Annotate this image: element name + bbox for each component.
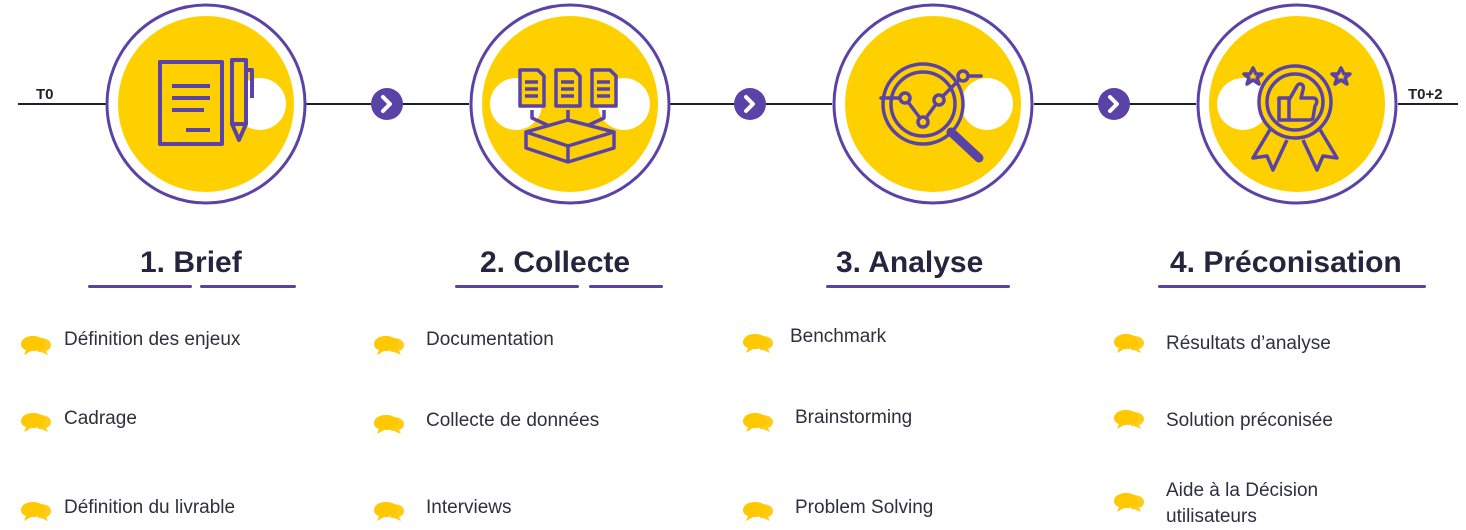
document-pen-icon bbox=[158, 58, 254, 146]
chat-bubble-icon bbox=[743, 502, 773, 521]
documents-collect-box-icon bbox=[518, 68, 618, 164]
list-item: Documentation bbox=[426, 329, 554, 350]
list-item: Aide à la Décision utilisateurs bbox=[1166, 480, 1319, 527]
step-2-circle bbox=[469, 3, 671, 205]
list-item: Cadrage bbox=[64, 408, 137, 429]
chat-bubble-icon bbox=[743, 413, 773, 432]
step-4-circle bbox=[1196, 3, 1398, 205]
list-item: Résultats d’analyse bbox=[1166, 333, 1331, 354]
chat-bubble-icon bbox=[1114, 410, 1144, 429]
title-underline bbox=[826, 285, 1010, 288]
chat-bubble-icon bbox=[374, 415, 404, 434]
list-item: Collecte de données bbox=[426, 410, 600, 431]
list-item: Benchmark bbox=[790, 326, 887, 347]
timeline-line bbox=[18, 103, 106, 105]
list-item: Problem Solving bbox=[795, 497, 934, 518]
title-underline bbox=[589, 285, 663, 288]
title-underline bbox=[1158, 285, 1426, 288]
title-underline bbox=[88, 285, 192, 288]
timeline-end-label: T0+2 bbox=[1408, 86, 1443, 103]
chat-bubble-icon bbox=[374, 336, 404, 355]
list-item: Interviews bbox=[426, 497, 512, 518]
list-item: Définition du livrable bbox=[64, 497, 236, 518]
step-1-title: 1. Brief bbox=[140, 246, 242, 279]
list-item: Brainstorming bbox=[795, 407, 913, 428]
chevron-right-icon bbox=[370, 87, 404, 121]
step-3-title: 3. Analyse bbox=[836, 246, 984, 279]
step-4-title: 4. Préconisation bbox=[1170, 246, 1402, 279]
list-item: Définition des enjeux bbox=[64, 329, 241, 350]
list-item: Solution préconisée bbox=[1166, 410, 1333, 431]
magnifier-chart-icon bbox=[879, 62, 984, 163]
chat-bubble-icon bbox=[21, 502, 51, 521]
timeline-start-label: T0 bbox=[36, 86, 54, 103]
award-thumbs-up-icon bbox=[1242, 64, 1352, 172]
title-underline bbox=[455, 285, 579, 288]
step-2-title: 2. Collecte bbox=[480, 246, 631, 279]
title-underline bbox=[200, 285, 296, 288]
chat-bubble-icon bbox=[21, 413, 51, 432]
timeline-line bbox=[1398, 103, 1458, 105]
chat-bubble-icon bbox=[743, 334, 773, 353]
chat-bubble-icon bbox=[1114, 334, 1144, 353]
step-1-circle bbox=[105, 3, 307, 205]
chat-bubble-icon bbox=[21, 336, 51, 355]
chat-bubble-icon bbox=[1114, 493, 1144, 512]
chat-bubble-icon bbox=[374, 502, 404, 521]
chevron-right-icon bbox=[1097, 87, 1131, 121]
step-3-circle bbox=[832, 3, 1034, 205]
chevron-right-icon bbox=[733, 87, 767, 121]
